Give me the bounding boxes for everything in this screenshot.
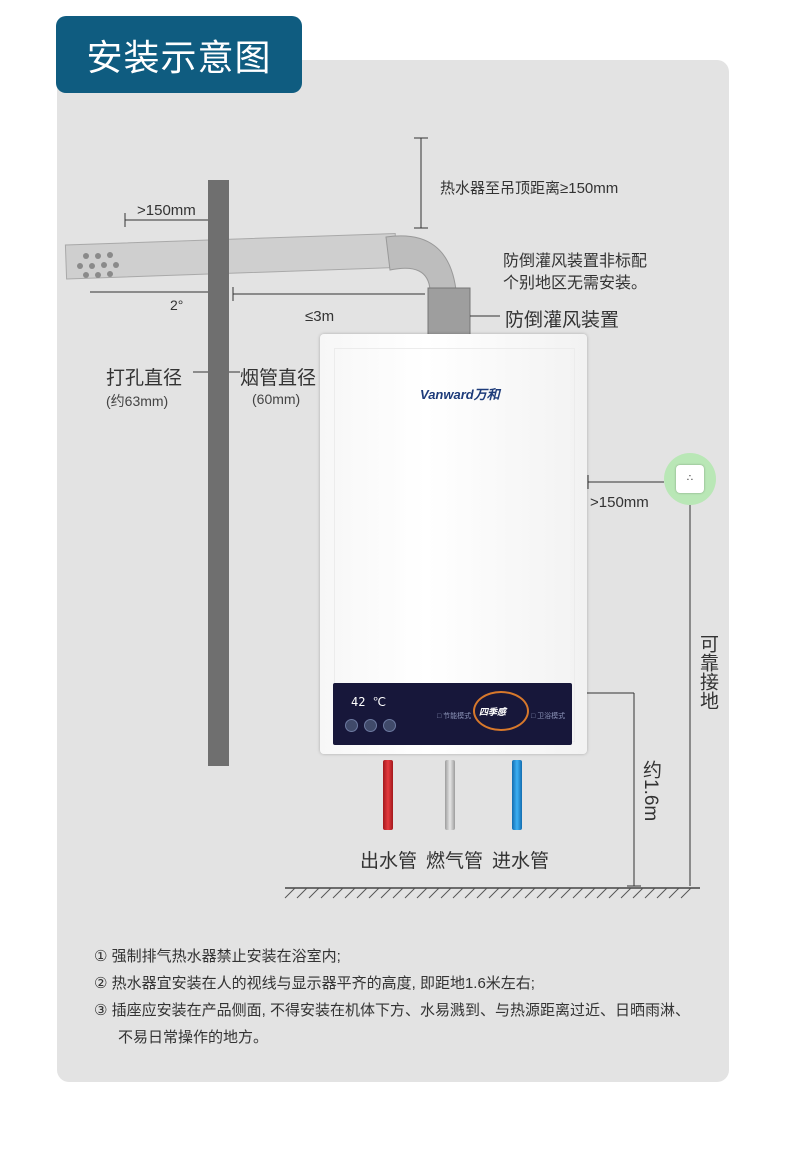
note-1: ① 强制排气热水器禁止安装在浴室内; (94, 948, 341, 965)
cold-water-pipe (512, 760, 522, 830)
brand-logo: Vanward万和 (420, 387, 500, 402)
mode-right-label: □ 卫浴模式 (531, 713, 566, 720)
socket-distance-label: >150mm (590, 494, 649, 511)
flue-diameter-label: 烟管直径 (240, 368, 317, 389)
hole-diameter-label: 打孔直径 (106, 368, 183, 389)
slope-label: 2° (170, 297, 184, 313)
control-buttons (345, 719, 396, 732)
anti-wind-note-line2: 个别地区无需安装。 (503, 275, 648, 292)
height-label: 约1.6m (640, 760, 661, 822)
socket-icon: ∴ (676, 465, 704, 493)
control-panel: 42 ℃ □ 节能模式 四季感 □ 卫浴模式 (333, 683, 572, 745)
wall (208, 180, 229, 766)
flue-diameter-value: (60mm) (252, 391, 301, 407)
note-3: ③ 插座应安装在产品侧面, 不得安装在机体下方、水易溅到、与热源距离过近、日晒雨… (94, 1002, 690, 1019)
mode-button-icon (364, 719, 377, 732)
gas-pipe (445, 760, 455, 830)
pipe-in-label: 进水管 (492, 851, 550, 872)
anti-wind-note-line1: 防倒灌风装置非标配 (503, 253, 648, 270)
pipe-out-label: 出水管 (360, 851, 418, 872)
temperature-display: 42 ℃ (351, 695, 387, 709)
installation-notes: ① 强制排气热水器禁止安装在浴室内; ② 热水器宜安装在人的视线与显示器平齐的高… (94, 943, 690, 1051)
center-label: 四季感 (479, 707, 507, 717)
power-socket: ∴ (664, 453, 716, 505)
overhang-label: >150mm (137, 202, 196, 219)
pipe-gas-label: 燃气管 (426, 851, 484, 872)
center-ring (473, 691, 529, 731)
ceiling-clearance-label: 热水器至吊顶距离≥150mm (440, 180, 619, 197)
note-3-continued: 不易日常操作的地方。 (118, 1029, 269, 1046)
max-length-label: ≤3m (305, 308, 335, 325)
anti-wind-device-label: 防倒灌风装置 (505, 310, 620, 331)
setting-button-icon (383, 719, 396, 732)
hole-diameter-value: (约63mm) (106, 393, 169, 409)
note-2: ② 热水器宜安装在人的视线与显示器平齐的高度, 即距地1.6米左右; (94, 975, 535, 992)
power-button-icon (345, 719, 358, 732)
page-title: 安装示意图 (56, 16, 302, 93)
grounding-label: 可靠接地 (697, 634, 718, 710)
hot-water-pipe (383, 760, 393, 830)
mode-left-label: □ 节能模式 (437, 713, 472, 720)
